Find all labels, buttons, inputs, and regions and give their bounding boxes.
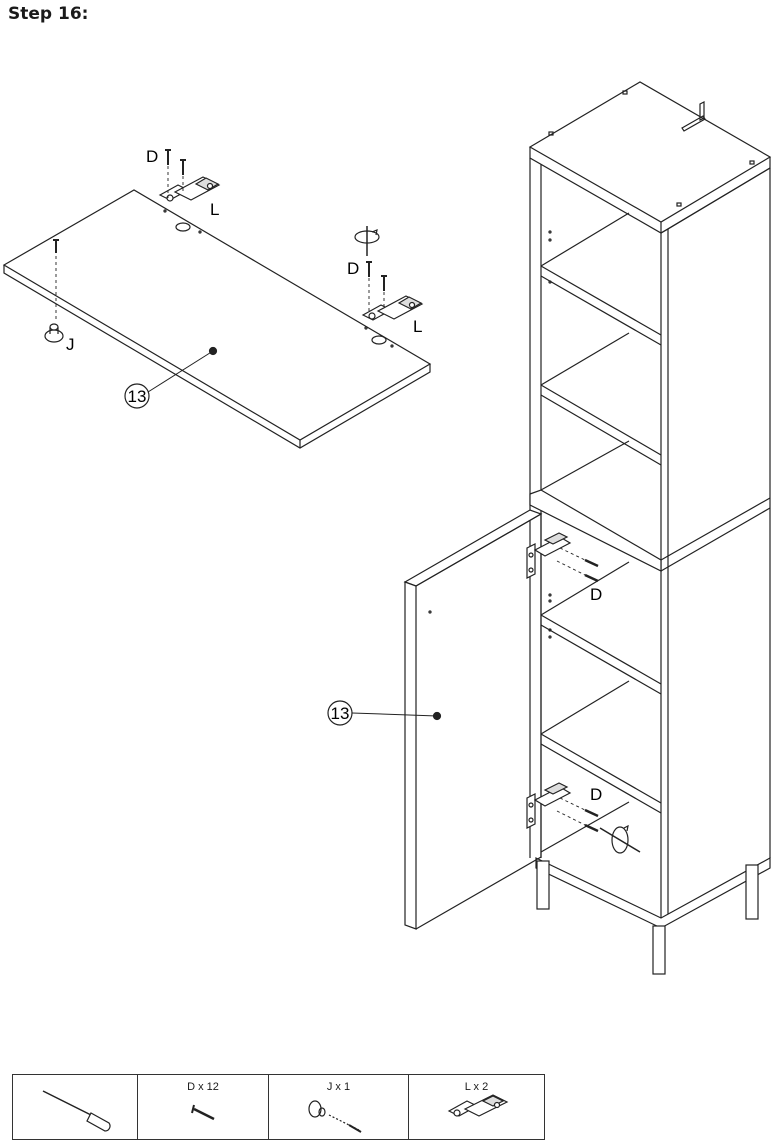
parts-cell-hinge: L x 2 — [409, 1075, 544, 1139]
open-door — [405, 510, 541, 929]
cabinet — [530, 82, 770, 974]
hinge-letter: L — [413, 317, 422, 336]
parts-table: D x 12 J x 1 L x 2 — [12, 1074, 545, 1140]
part-number-label: 13 — [128, 387, 147, 406]
parts-cell-screw: D x 12 — [138, 1075, 269, 1139]
screw-letter: D — [590, 585, 602, 604]
screw-letter: D — [590, 785, 602, 804]
screw-icon — [557, 548, 598, 581]
rotation-arrow-icon — [355, 226, 379, 256]
screwdriver-icon — [13, 1075, 138, 1139]
part-number-label: 13 — [331, 704, 350, 723]
hinge-icon — [527, 533, 570, 578]
screw-icon — [366, 262, 387, 314]
leader-dot — [210, 348, 217, 355]
door-panel-flat — [4, 190, 430, 448]
hinge-icon — [160, 177, 219, 201]
parts-cell-knob: J x 1 — [269, 1075, 409, 1139]
knob-icon — [269, 1075, 409, 1139]
screw-icon — [138, 1075, 269, 1139]
knob-letter: J — [66, 335, 75, 354]
hinge-letter: L — [210, 200, 219, 219]
hinge-icon — [409, 1075, 544, 1139]
screw-letter: D — [347, 259, 359, 278]
leader-dot — [434, 713, 441, 720]
rotation-arrow-icon — [600, 826, 640, 853]
hinge-icon — [527, 783, 570, 828]
parts-cell-screwdriver — [13, 1075, 138, 1139]
screw-letter: D — [146, 147, 158, 166]
